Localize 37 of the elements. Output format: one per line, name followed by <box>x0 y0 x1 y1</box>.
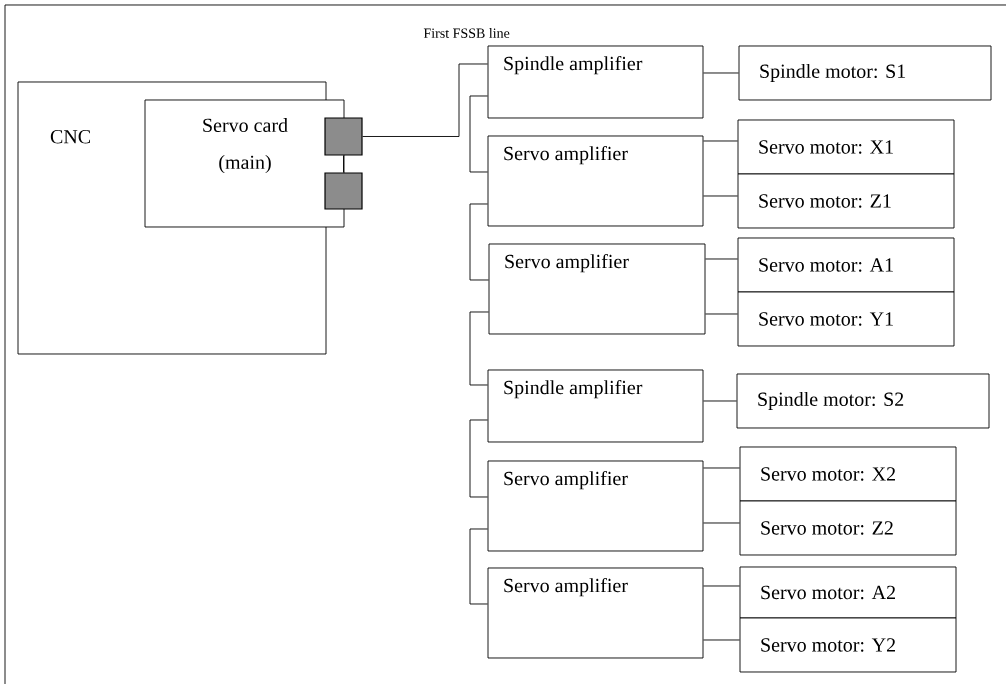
connection-line <box>469 311 489 386</box>
connection-line <box>469 528 488 605</box>
connection-line <box>703 522 740 524</box>
component-box: Servo motor: X1 <box>737 119 955 175</box>
component-box: Servo amplifier <box>487 567 704 659</box>
connection-line <box>469 203 489 281</box>
component-box: Servo motor: A1 <box>737 237 955 293</box>
connection-line <box>343 155 344 173</box>
connection-line <box>703 639 740 641</box>
component-box: Servo motor: Z1 <box>737 173 955 229</box>
component-box: Servo amplifier <box>487 135 704 227</box>
connection-line <box>703 72 739 74</box>
component-box: Servo motor: Y1 <box>737 291 955 347</box>
component-box: Servo amplifier <box>488 243 706 335</box>
connection-line <box>705 258 738 260</box>
connector-port <box>324 117 363 156</box>
component-box: Servo motor: A2 <box>739 566 957 619</box>
connection-line <box>705 313 738 315</box>
bus-label: First FSSB line <box>423 28 510 38</box>
component-box: Servo motor: X2 <box>739 446 957 502</box>
connection-line <box>469 95 488 173</box>
connection-line <box>703 585 740 587</box>
connection-line <box>703 140 738 142</box>
component-box: Servo motor: Y2 <box>739 617 957 673</box>
connection-line <box>703 195 738 197</box>
connection-line <box>469 419 488 498</box>
component-box: Servo amplifier <box>487 460 704 552</box>
component-box: Spindle motor: S2 <box>736 373 990 429</box>
component-box: Spindle amplifier <box>487 45 704 119</box>
connection-line <box>362 63 488 137</box>
component-box: Spindle amplifier <box>487 369 704 443</box>
component-box: Servo card (main) <box>144 99 345 228</box>
connection-line <box>703 467 740 469</box>
connection-line <box>703 400 737 402</box>
connector-port <box>324 172 363 210</box>
component-box: Spindle motor: S1 <box>738 45 992 101</box>
component-box: Servo motor: Z2 <box>739 500 957 556</box>
